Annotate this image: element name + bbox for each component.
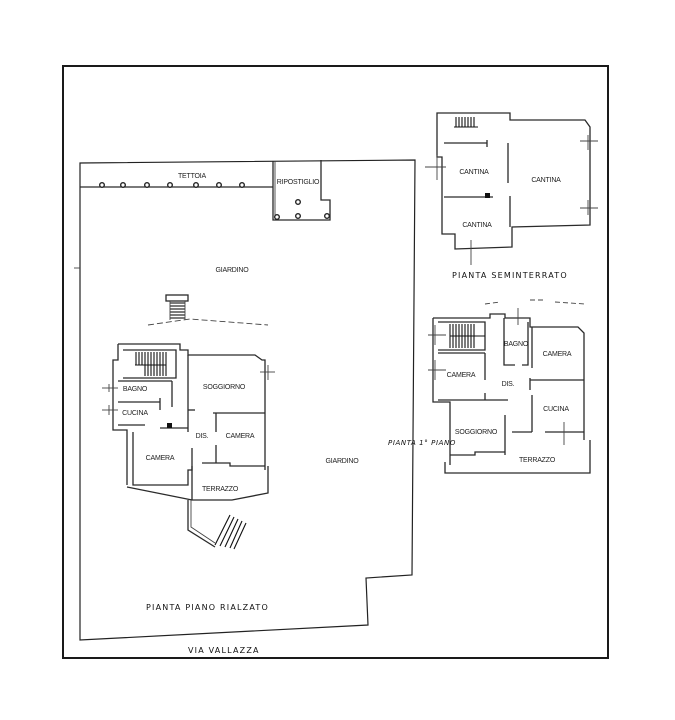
first-floor-plan [428,299,591,474]
label-storage: RIPOSTIGLIO [277,179,320,186]
label-gf-bathroom: BAGNO [123,386,148,393]
label-garden-right: GIARDINO [325,458,359,465]
label-gf-hall: DIS. [196,433,209,440]
label-gf-bedroom-left: CAMERA [146,455,175,462]
label-cellar-right: CANTINA [531,177,561,184]
ground-floor-plan [102,294,275,550]
label-ff-hall: DIS. [502,381,515,388]
label-gf-terrace: TERRAZZO [202,486,239,493]
label-gf-kitchen: CUCINA [122,410,148,417]
label-gf-living: SOGGIORNO [203,384,246,391]
label-cellar-bottom: CANTINA [462,222,492,229]
label-canopy: TETTOIA [178,173,207,180]
storage-shed [272,160,331,221]
label-ff-bathroom: BAGNO [504,341,529,348]
label-garden-top: GIARDINO [215,267,249,274]
ground-floor-title: PIANTA PIANO RIALZATO [146,603,269,612]
label-ff-kitchen: CUCINA [543,406,569,413]
label-ff-living: SOGGIORNO [455,429,498,436]
canopy [80,181,273,188]
basement-plan [425,112,598,265]
first-floor-title: PIANTA 1° PIANO [388,439,456,447]
label-ff-bedroom-right: CAMERA [543,351,572,358]
lot-boundary [74,159,416,641]
label-gf-bedroom-right: CAMERA [226,433,255,440]
street-label: VIA VALLAZZA [188,646,260,655]
basement-title: PIANTA SEMINTERRATO [452,271,568,280]
label-ff-terrace: TERRAZZO [519,457,556,464]
label-ff-bedroom-left: CAMERA [447,372,476,379]
sheet-frame [62,65,609,659]
label-cellar-left: CANTINA [459,169,489,176]
